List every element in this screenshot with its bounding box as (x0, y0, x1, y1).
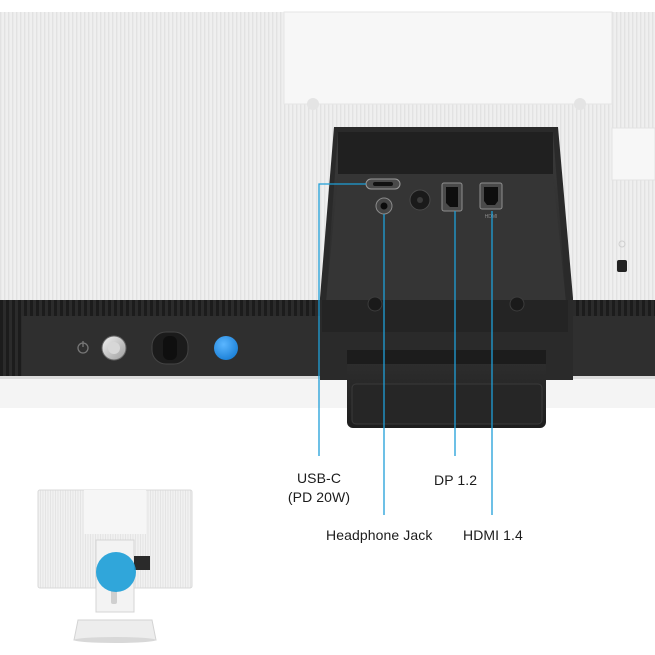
stand-neck (347, 350, 546, 428)
headphone-jack[interactable] (375, 197, 393, 215)
dp-label: DP 1.2 (434, 472, 478, 488)
hdmi-label: HDMI 1.4 (463, 527, 523, 543)
hdmi-port[interactable] (479, 182, 503, 210)
dc-port[interactable] (409, 189, 431, 211)
power-button[interactable] (101, 335, 127, 361)
displayport-port[interactable] (441, 182, 463, 212)
thumbnail-monitor (37, 489, 193, 643)
blue-button[interactable] (214, 336, 238, 360)
power-icon (77, 341, 89, 354)
usb-c-power-label: (PD 20W) (287, 489, 351, 505)
port-housing (320, 127, 573, 380)
usb-c-port[interactable] (365, 178, 401, 190)
usb-c-label: USB-C (296, 470, 342, 486)
thumbnail-highlight-circle (96, 552, 136, 592)
hdmi-logo: HDMI (485, 214, 498, 220)
usb-c-callout-line (318, 183, 366, 456)
headphone-jack-label: Headphone Jack (326, 527, 433, 543)
callout-lines (318, 183, 493, 515)
joystick-button[interactable] (151, 331, 189, 365)
